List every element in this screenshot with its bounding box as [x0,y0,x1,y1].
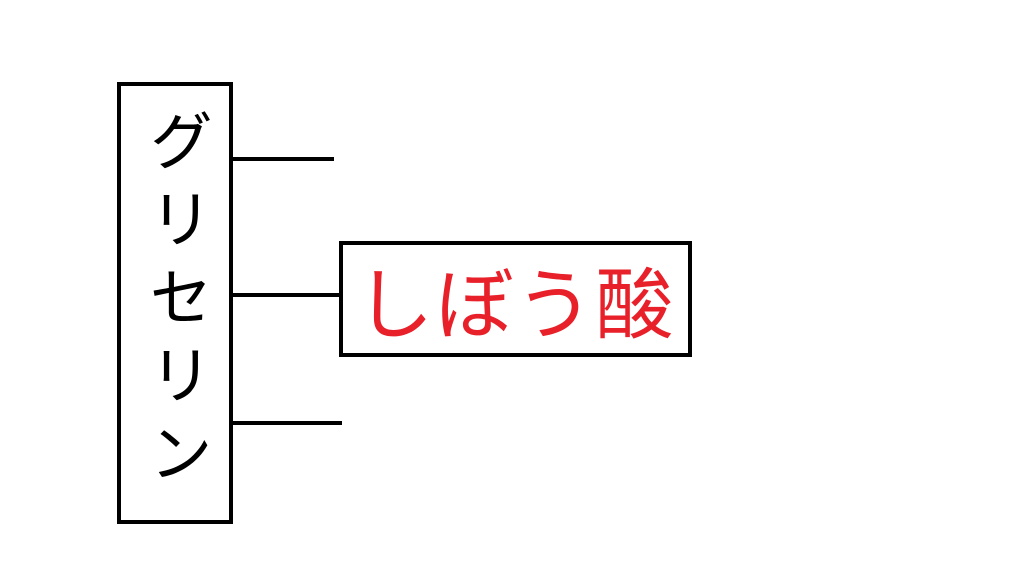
bond-line-bottom [232,421,342,425]
fatty-acid-box: しぼう酸 [339,241,692,357]
glycerin-box: グリセリン [117,82,233,524]
bond-line-top [232,157,334,161]
bond-line-middle [232,293,340,297]
glycerin-label: グリセリン [138,108,212,498]
glycerin-label-wrap: グリセリン [121,86,229,520]
fatty-acid-label: しぼう酸 [355,261,676,351]
